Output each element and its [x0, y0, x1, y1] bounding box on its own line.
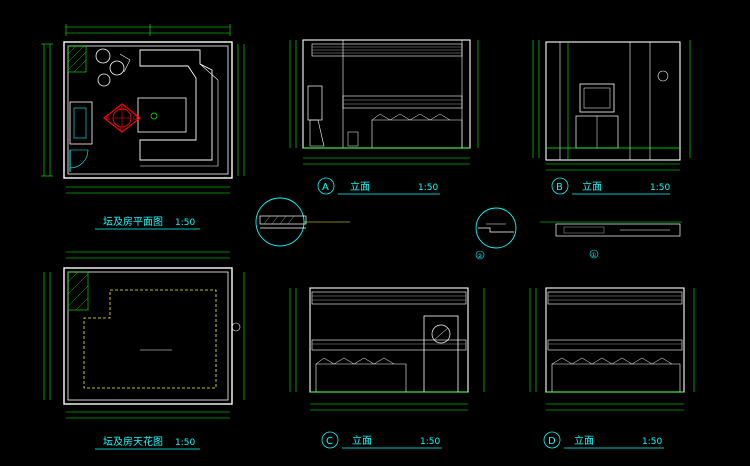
marker-letter-c: C: [120, 126, 124, 133]
plan-title: 坛及房平面图: [103, 215, 163, 228]
elev-a-letter: A: [322, 182, 329, 193]
elev-b-label: 立面: [582, 180, 602, 193]
section-detail: [255, 197, 350, 247]
detail-1-label: ①: [591, 252, 596, 259]
floor-plan: [41, 24, 245, 194]
elev-d-scale: 1:50: [642, 437, 662, 447]
ceiling-plan: [43, 251, 245, 419]
elevation-d: [529, 287, 695, 411]
detail-strip-1: [540, 221, 682, 259]
marker-letter-a: A: [120, 105, 125, 112]
elev-d-label: 立面: [574, 434, 594, 447]
elevation-a: [289, 39, 479, 165]
ceiling-scale: 1:50: [175, 438, 195, 448]
elev-c-label: 立面: [352, 434, 372, 447]
view-marker-letters: A B C D: [106, 105, 138, 133]
elev-d-title-group: D 立面 1:50: [543, 431, 664, 449]
ceiling-title: 坛及房天花图: [103, 435, 163, 448]
elev-b-scale: 1:50: [650, 183, 670, 193]
elev-c-scale: 1:50: [420, 437, 440, 447]
elev-c-title-group: C 立面 1:50: [321, 431, 442, 449]
elev-c-letter: C: [326, 436, 333, 447]
elev-d-letter: D: [548, 436, 556, 447]
elev-a-scale: 1:50: [418, 183, 438, 193]
elevation-c: [289, 287, 485, 411]
ceiling-title-group: 坛及房天花图 1:50: [95, 435, 200, 450]
plan-scale: 1:50: [175, 218, 195, 228]
elev-b-title-group: B 立面 1:50: [551, 177, 670, 195]
elev-a-title-group: A 立面 1:50: [317, 177, 440, 195]
detail-circle-2: [475, 207, 517, 260]
elev-b-letter: B: [556, 182, 563, 193]
elev-a-label: 立面: [350, 180, 370, 193]
elevation-b: [532, 40, 691, 171]
marker-letter-d: D: [133, 115, 138, 122]
plan-title-group: 坛及房平面图 1:50: [95, 215, 200, 230]
detail-2-label: ②: [477, 253, 483, 260]
marker-letter-b: B: [106, 115, 110, 122]
